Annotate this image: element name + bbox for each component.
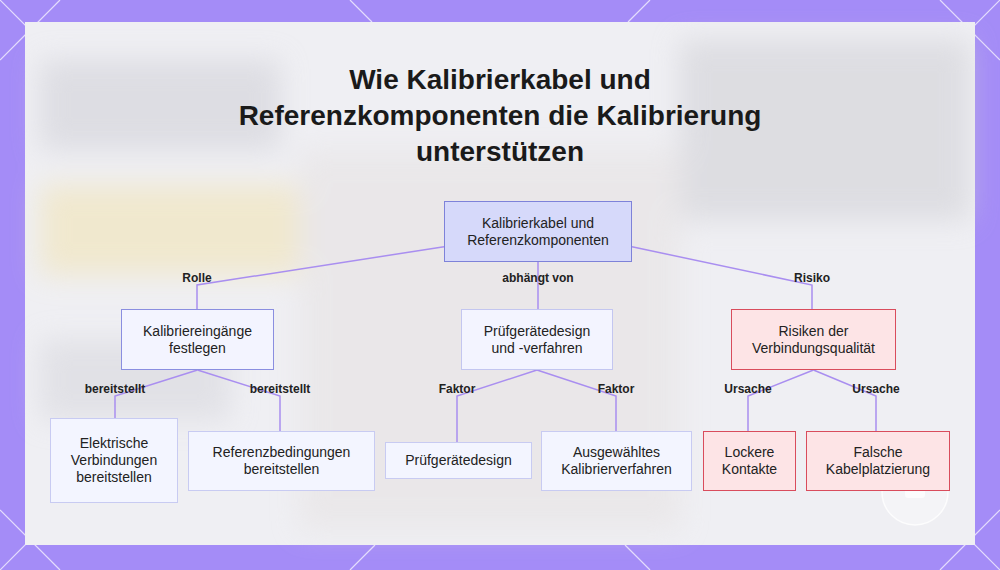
edge-label: abhängt von	[502, 271, 573, 285]
box-text: Elektrische Verbindungen bereitstellen	[60, 435, 168, 486]
concept-box: Elektrische Verbindungen bereitstellen	[50, 418, 178, 503]
edge-label: bereitstellt	[85, 382, 146, 396]
connector-line	[197, 247, 444, 309]
concept-box: Referenzbedingungen bereitstellen	[188, 431, 375, 491]
connector-line	[457, 370, 537, 442]
box-content: Kalibriereingänge festlegen	[131, 323, 264, 357]
connector-line	[632, 247, 812, 309]
box-content: Prüfgerätedesign und -verfahren	[471, 323, 603, 357]
edge-label: Faktor	[439, 382, 476, 396]
box-text: Prüfgerätedesign	[405, 452, 512, 469]
box-text: Referenzbedingungen bereitstellen	[198, 444, 365, 478]
box-content: Risiken der Verbindungsqualität	[741, 323, 886, 357]
edge-label: Ursache	[852, 382, 899, 396]
box-text: Kalibriereingänge festlegen	[131, 323, 264, 357]
box-content: Lockere Kontakte	[713, 444, 786, 478]
concept-box: Kalibrierkabel und Referenzkomponenten	[444, 201, 632, 262]
connector-line	[198, 370, 281, 431]
edge-label: bereitstellt	[250, 382, 311, 396]
box-text: Lockere Kontakte	[713, 444, 786, 478]
box-content: Kalibrierkabel und Referenzkomponenten	[454, 215, 622, 249]
box-text: Kalibrierkabel und Referenzkomponenten	[454, 215, 622, 249]
connector-line	[748, 370, 814, 431]
concept-box: Kalibriereingänge festlegen	[121, 309, 274, 370]
connector-line	[537, 370, 616, 431]
edge-label: Risiko	[794, 271, 830, 285]
box-content: Prüfgerätedesign	[405, 452, 512, 469]
box-text: Risiken der Verbindungsqualität	[741, 323, 886, 357]
edge-label: Ursache	[724, 382, 771, 396]
concept-box: Prüfgerätedesign und -verfahren	[461, 309, 613, 370]
box-content: Ausgewähltes Kalibrierverfahren	[551, 444, 682, 478]
diagram-title: Wie Kalibrierkabel und Referenzkomponent…	[200, 62, 800, 170]
box-content: Referenzbedingungen bereitstellen	[198, 444, 365, 478]
edge-label: Faktor	[598, 382, 635, 396]
box-content: Falsche Kabelplatzierung	[816, 444, 940, 478]
box-text: Falsche Kabelplatzierung	[816, 444, 940, 478]
blurred-photo	[40, 40, 970, 530]
box-text: Prüfgerätedesign und -verfahren	[471, 323, 603, 357]
connector-line	[537, 262, 539, 309]
concept-box: Risiken der Verbindungsqualität	[731, 309, 896, 370]
concept-box: Lockere Kontakte	[703, 431, 796, 491]
edge-label: Rolle	[182, 271, 211, 285]
concept-box: Ausgewähltes Kalibrierverfahren	[541, 431, 692, 491]
concept-box: Falsche Kabelplatzierung	[806, 431, 950, 491]
concept-box: Prüfgerätedesign	[385, 442, 532, 479]
box-content: Elektrische Verbindungen bereitstellen	[60, 435, 168, 486]
panel	[25, 22, 975, 545]
box-text: Ausgewähltes Kalibrierverfahren	[551, 444, 682, 478]
connector-line	[814, 370, 877, 431]
